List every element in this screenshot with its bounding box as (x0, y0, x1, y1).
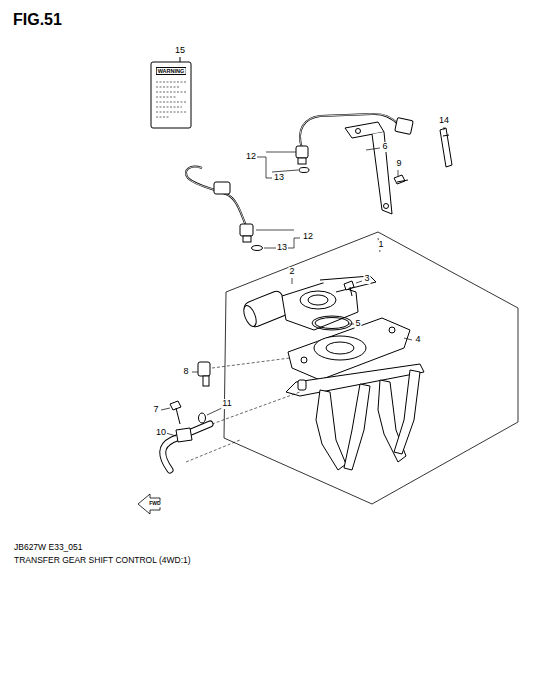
callout-number: 3 (363, 274, 370, 284)
callout-number: 8 (182, 367, 189, 377)
callout-number: 2 (288, 267, 295, 277)
callout-number: 4 (414, 335, 421, 345)
direction-text: FWD (148, 501, 161, 507)
callout-number: 10 (155, 428, 167, 438)
callout-number: 15 (174, 46, 186, 56)
figure-title: FIG.51 (12, 11, 63, 29)
callout-number: 1 (377, 240, 384, 250)
callout-number: 11 (221, 399, 232, 409)
callout-number: 9 (395, 159, 402, 169)
callout-number: 12 (302, 232, 314, 242)
callout-number: 13 (276, 243, 288, 253)
callout-number: 7 (152, 405, 159, 415)
callout-number: 13 (273, 173, 285, 183)
figure-caption: TRANSFER GEAR SHIFT CONTROL (4WD:1) (13, 556, 192, 565)
drawing-code: JB627W E33_051 (13, 543, 84, 552)
callout-number: 12 (245, 152, 257, 162)
callout-number: 6 (381, 142, 388, 152)
callout-number: 14 (438, 116, 450, 126)
sticker-text: WARNING (157, 68, 186, 74)
callout-number: 5 (354, 319, 361, 329)
